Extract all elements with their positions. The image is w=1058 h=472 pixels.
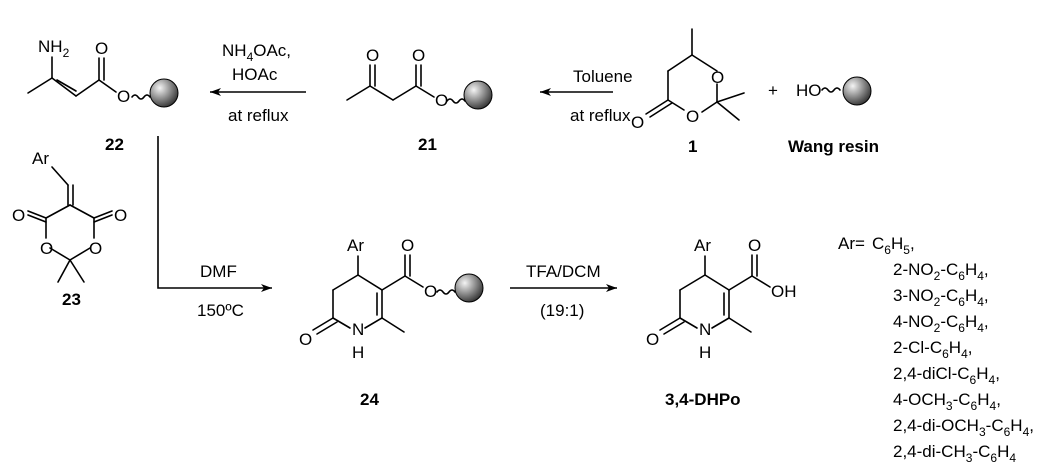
atom-o-carbonyl-24: O — [299, 330, 312, 349]
atom-ar-23: Ar — [32, 149, 49, 168]
ar-list-item: 2,4-di-CH3-C6H4 — [893, 442, 1016, 465]
resin-bead-22 — [149, 78, 179, 108]
ar-list-item: 3-NO2-C6H4, — [893, 286, 989, 309]
atom-h-24: H — [352, 343, 364, 362]
compound-label-23: 23 — [62, 290, 81, 309]
compound-label-24: 24 — [360, 390, 379, 409]
resin-bead-wang — [842, 76, 872, 106]
reagent-step2-bottom: at reflux — [228, 106, 289, 125]
compound-label-1: 1 — [688, 137, 697, 156]
reagent-step3-top: DMF — [200, 262, 237, 281]
compound-label-dhpo: 3,4-DHPo — [665, 390, 741, 409]
atom-ar-24: Ar — [347, 236, 364, 255]
atom-o-ester-carbonyl-24: O — [401, 236, 414, 255]
ar-list-prefix: Ar= — [838, 234, 865, 253]
atom-h-dhpo: H — [699, 343, 711, 362]
reagent-step4-bottom: (19:1) — [540, 301, 584, 320]
reagent-step2-line2: HOAc — [232, 65, 278, 84]
ar-list-item: 2,4-di-OCH3-C6H4, — [893, 416, 1034, 439]
compound-label-wang-resin: Wang resin — [788, 137, 879, 156]
reagent-step1-bottom: at reflux — [570, 106, 631, 125]
atom-o-ketone-21: O — [366, 46, 379, 65]
atom-o-ester-carbonyl-21: O — [412, 46, 425, 65]
reagent-step3-bottom: 150ºC — [197, 301, 244, 320]
resin-bead-21 — [463, 80, 493, 110]
atom-o-carbonyl-dhpo: O — [646, 330, 659, 349]
ar-list-item: 2-Cl-C6H4, — [893, 338, 973, 361]
compound-22-structure: NH2 O O — [27, 37, 179, 108]
wang-resin-structure: HO — [796, 76, 872, 106]
compound-23-structure: Ar O O O O — [12, 149, 127, 283]
plus-sign: + — [768, 81, 778, 100]
atom-o-ring-23-left: O — [40, 239, 53, 258]
atom-n-24: N — [352, 320, 364, 339]
atom-o-carbonyl-23-right: O — [114, 206, 127, 225]
atom-o-ring-23-right: O — [89, 239, 102, 258]
atom-ar-dhpo: Ar — [694, 236, 711, 255]
atom-o-ester-24: O — [424, 282, 437, 301]
ar-list-item: 2-NO2-C6H4, — [893, 260, 989, 283]
compound-21-structure: O O O — [346, 46, 493, 110]
ar-substituent-list: Ar= C6H5, 2-NO2-C6H4, 3-NO2-C6H4, 4-NO2-C6H… — [838, 234, 1034, 465]
atom-ho-wang: HO — [796, 81, 822, 100]
atom-nh2-22: NH2 — [38, 37, 70, 60]
atom-o-ring-1: O — [711, 68, 724, 87]
ar-list-item: 4-OCH3-C6H4, — [893, 390, 1001, 413]
atom-o-ester-carbonyl-22: O — [95, 39, 108, 58]
resin-bead-24 — [454, 273, 484, 303]
dhpo-structure: Ar O N H O OH — [646, 236, 797, 362]
reagent-step1-top: Toluene — [573, 67, 633, 86]
atom-oh-dhpo: OH — [771, 282, 797, 301]
reagent-step2-line1: NH4OAc, — [222, 41, 291, 64]
ar-list-item: 4-NO2-C6H4, — [893, 312, 989, 335]
arrow-step-3 — [157, 136, 272, 292]
compound-label-22: 22 — [105, 135, 124, 154]
ar-list-item: C6H5, — [872, 234, 915, 257]
compound-24-structure: Ar O N H O O — [299, 236, 484, 362]
atom-o-carbonyl-1: O — [631, 113, 644, 132]
atom-o-ester-21: O — [435, 91, 448, 110]
compound-1-structure: O O O — [631, 28, 745, 132]
atom-o-carbonyl-23-left: O — [12, 206, 25, 225]
atom-o-acid-carbonyl-dhpo: O — [748, 236, 761, 255]
atom-o-ester-22: O — [117, 87, 130, 106]
compound-label-21: 21 — [418, 135, 437, 154]
atom-o-ring-2: O — [686, 107, 699, 126]
atom-n-dhpo: N — [699, 320, 711, 339]
reagent-step4-top: TFA/DCM — [526, 262, 601, 281]
ar-list-item: 2,4-diCl-C6H4, — [893, 364, 1000, 387]
